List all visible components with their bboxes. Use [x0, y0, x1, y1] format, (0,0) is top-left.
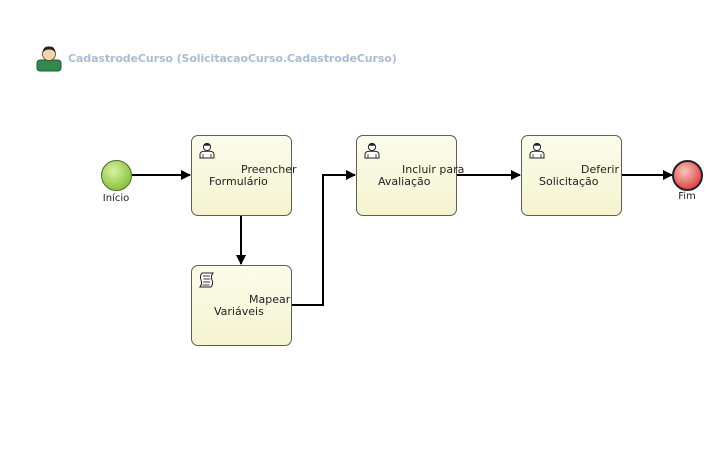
start-event-label: Início [102, 193, 130, 204]
task-label-line1: Preencher [241, 163, 297, 176]
user-task-icon [529, 142, 545, 159]
task-label-line2: Formulário [209, 175, 268, 188]
user-icon [36, 46, 62, 72]
pool-title: CadastrodeCurso (SolicitacaoCurso.Cadast… [68, 51, 397, 65]
end-event[interactable] [672, 160, 703, 191]
task-label-line1: Incluir para [402, 163, 465, 176]
pool-header: CadastrodeCurso (SolicitacaoCurso.Cadast… [36, 44, 397, 72]
task-label-line1: Deferir [581, 163, 619, 176]
task-label-line2: Solicitação [539, 175, 599, 188]
user-task-icon [364, 142, 380, 159]
task-mapear-variaveis[interactable]: Mapear Variáveis [191, 265, 292, 346]
flow-mapear-to-incluir [291, 170, 356, 306]
task-label-line2: Variáveis [214, 305, 264, 318]
task-deferir-solicitacao[interactable]: Deferir Solicitação [521, 135, 622, 216]
script-task-icon [198, 272, 215, 288]
user-task-icon [199, 142, 215, 159]
task-label-line2: Avaliação [378, 175, 431, 188]
task-preencher-formulario[interactable]: Preencher Formulário [191, 135, 297, 216]
task-incluir-para-avaliacao[interactable]: Incluir para Avaliação [356, 135, 464, 216]
end-event-label: Fim [678, 191, 696, 202]
start-event[interactable] [101, 160, 132, 191]
task-label-line1: Mapear [249, 293, 291, 306]
